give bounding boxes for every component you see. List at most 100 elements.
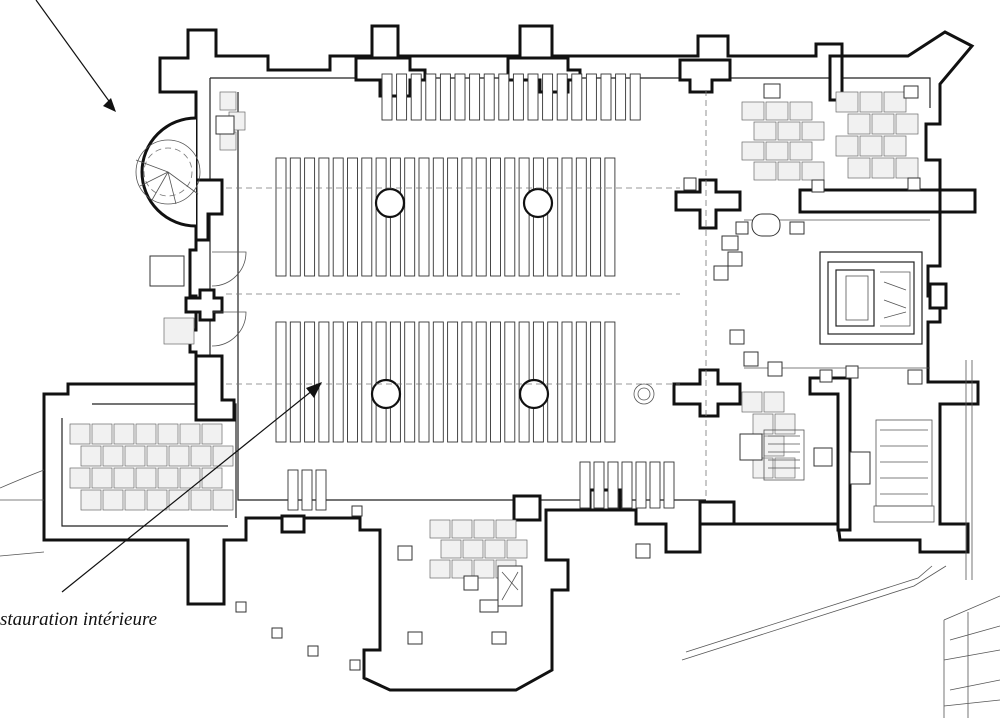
pew <box>561 157 573 277</box>
pew <box>621 461 633 509</box>
pew <box>575 157 587 277</box>
paving-stone <box>80 489 102 511</box>
pew <box>615 73 627 121</box>
paving-stone <box>763 391 785 413</box>
pew <box>475 157 487 277</box>
pew <box>396 73 408 121</box>
pew <box>332 157 344 277</box>
paving-stone <box>753 161 777 181</box>
pew <box>547 157 559 277</box>
paving-stone <box>883 135 907 157</box>
pew <box>404 321 416 443</box>
paving-stone <box>765 101 789 121</box>
north-east-room <box>683 83 921 193</box>
annotation-arrows <box>35 0 322 593</box>
annotation-label: stauration intérieure <box>0 609 158 630</box>
spiral-staircase <box>135 114 201 230</box>
pew <box>432 321 444 443</box>
paving-stone <box>763 435 785 457</box>
paving-stone <box>212 489 234 511</box>
paving-stone <box>789 141 813 161</box>
pew <box>287 469 299 511</box>
pew <box>504 157 516 277</box>
paving-stone <box>741 101 765 121</box>
pew <box>663 461 675 509</box>
pew <box>404 157 416 277</box>
pew <box>304 321 316 443</box>
pew <box>498 73 510 121</box>
paving-stone <box>212 445 234 467</box>
paving-stone <box>91 467 113 489</box>
paving-stone <box>752 413 774 435</box>
nave-columns <box>370 187 554 410</box>
paving-stone <box>462 539 484 559</box>
paving-stone <box>102 489 124 511</box>
paving-stone <box>859 91 883 113</box>
paving-stone <box>201 423 223 445</box>
paving-stone <box>113 467 135 489</box>
pew <box>315 469 327 511</box>
pew <box>518 157 530 277</box>
paving-stone <box>69 467 91 489</box>
pew <box>289 157 301 277</box>
pew <box>275 157 287 277</box>
pew <box>432 157 444 277</box>
pew <box>461 321 473 443</box>
paving-stone <box>883 91 907 113</box>
paving-stone <box>429 559 451 579</box>
paving-stone <box>157 467 179 489</box>
paving-stone <box>113 423 135 445</box>
pew <box>347 321 358 443</box>
paving-stone <box>179 467 201 489</box>
pew <box>289 321 301 443</box>
pew <box>635 461 647 509</box>
paving-stone <box>124 489 146 511</box>
paving-stone <box>484 539 506 559</box>
sacristy <box>739 419 935 523</box>
paving-stone <box>157 423 179 445</box>
paving-stone <box>190 489 212 511</box>
paving-stone <box>146 445 168 467</box>
pew <box>425 73 437 121</box>
pew <box>604 157 616 277</box>
paving-stone <box>871 113 895 135</box>
paving-stone <box>219 131 237 151</box>
paving-stone <box>179 423 201 445</box>
paving-stone <box>895 113 919 135</box>
arrow-head-icon <box>103 98 116 112</box>
pew <box>547 321 559 443</box>
pew <box>561 321 573 443</box>
pew <box>490 321 501 443</box>
pew <box>512 73 524 121</box>
exterior-markers <box>215 115 651 671</box>
west-doors <box>149 251 247 347</box>
pew <box>649 461 661 509</box>
paving-stone <box>440 539 462 559</box>
pew <box>483 73 495 121</box>
arrow-head-icon <box>306 382 322 398</box>
pew <box>579 461 591 509</box>
pew <box>304 157 316 277</box>
paving-stone <box>835 91 859 113</box>
pew <box>447 321 459 443</box>
pew <box>461 157 473 277</box>
paving-stone <box>135 423 157 445</box>
paving-stone <box>495 519 517 539</box>
pew <box>600 73 612 121</box>
pew <box>571 73 583 121</box>
pew <box>542 73 554 121</box>
pew <box>301 469 313 511</box>
pew <box>469 73 481 121</box>
paving-stone <box>801 121 825 141</box>
pew <box>318 321 330 443</box>
pew <box>361 321 373 443</box>
paving-stone <box>473 519 495 539</box>
choir-area <box>633 213 923 405</box>
site-lines <box>0 360 1000 718</box>
pew <box>418 157 430 277</box>
paving-stone <box>506 539 528 559</box>
paving-stone <box>190 445 212 467</box>
pew <box>454 73 466 121</box>
pew <box>347 157 358 277</box>
